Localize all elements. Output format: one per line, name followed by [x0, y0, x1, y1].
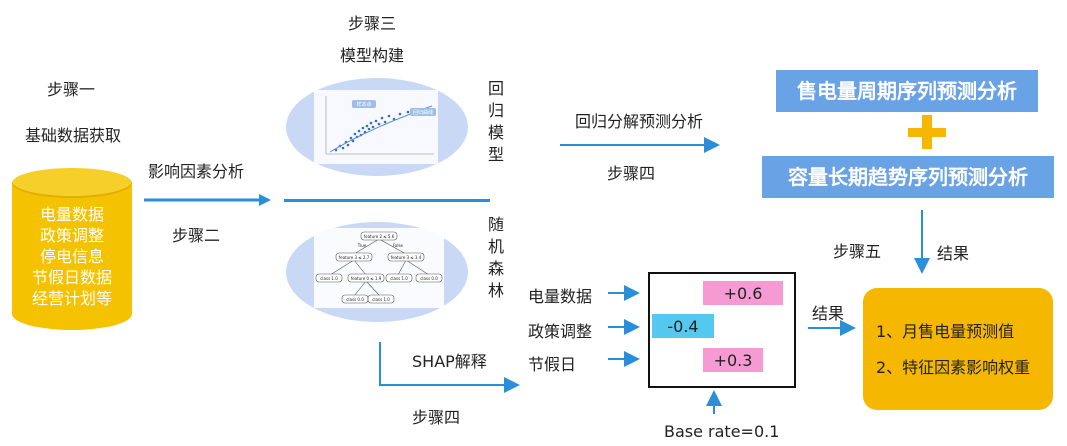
step3-subtitle: 模型构建 [340, 46, 405, 65]
label-char: 模 [487, 123, 504, 142]
step5-label: 步骤五 [833, 242, 882, 261]
regression-model-label: 回 归 模 型 [486, 78, 506, 166]
step1-title: 步骤一 [47, 80, 96, 99]
tree-false-label: False [393, 243, 404, 248]
database-contents: 电量数据 政策调整 停电信息 节假日数据 经营计划等 [12, 204, 132, 309]
regression-chart: 样本点 回归曲线 [314, 90, 438, 164]
arrow-shap [379, 342, 520, 393]
shap-label: SHAP解释 [412, 352, 487, 371]
database-cylinder-top [12, 168, 132, 198]
label-char: 归 [487, 101, 504, 120]
shap-bar-positive: +0.6 [703, 281, 783, 305]
legend-points-label: 样本点 [356, 101, 371, 108]
tree-leaf: class 0.0 [346, 297, 364, 302]
model-divider [284, 199, 490, 202]
plus-sign-horizontal [908, 128, 946, 137]
step3-title: 步骤三 [348, 14, 397, 33]
result-arrow-label: 结果 [812, 304, 845, 323]
trend-forecast-box: 容量长期趋势序列预测分析 [762, 156, 1054, 198]
decision-tree-diagram: feature 2 ≤ 5.6 True False feature 3 ≤ 2… [314, 228, 444, 308]
shap-step-label: 步骤四 [412, 408, 461, 427]
tree-node: feature 0 ≤ 1.9 [351, 276, 382, 281]
shap-feature-name: 电量数据 [528, 287, 593, 306]
tree-leaf: class 1.0 [320, 276, 338, 281]
legend-line-label: 回归曲线 [413, 109, 433, 116]
tree-leaf: class 1.0 [372, 297, 390, 302]
result-item: 1、月售电量预测值 [876, 322, 1015, 341]
database-line: 政策调整 [39, 226, 104, 245]
shap-feature-name: 节假日 [528, 355, 577, 374]
random-forest-label: 随 机 森 林 [486, 214, 506, 302]
shap-bar-positive: +0.3 [703, 348, 763, 372]
tree-leaf: class 0.0 [420, 276, 438, 281]
step2-bottom-label: 步骤二 [172, 226, 221, 245]
database-line: 停电信息 [39, 247, 104, 266]
label-char: 回 [487, 79, 504, 98]
label-char: 型 [487, 145, 504, 164]
step2-top-label: 影响因素分析 [148, 162, 245, 181]
shap-feature-name: 政策调整 [528, 322, 593, 341]
tree-leaf: class 1.0 [390, 276, 408, 281]
label-char: 林 [487, 281, 504, 300]
tree-node-right: feature 3 ≤ 3.4 [391, 255, 422, 260]
step1-subtitle: 基础数据获取 [25, 126, 122, 145]
step5-result-label: 结果 [937, 244, 970, 263]
cycle-forecast-box: 售电量周期序列预测分析 [776, 70, 1038, 112]
step4-top-label: 步骤四 [607, 164, 656, 183]
tree-node-left: feature 3 ≤ 2.7 [339, 255, 370, 260]
result-box [863, 288, 1053, 410]
tree-node-root: feature 2 ≤ 5.6 [364, 234, 395, 239]
database-line: 经营计划等 [31, 289, 112, 308]
regression-decomposition-label: 回归分解预测分析 [575, 112, 704, 131]
tree-true-label: True [357, 243, 367, 248]
base-rate-label: Base rate=0.1 [664, 422, 780, 441]
database-cylinder [12, 182, 132, 330]
database-line: 电量数据 [39, 205, 104, 224]
label-char: 森 [487, 259, 504, 278]
database-line: 节假日数据 [31, 268, 112, 287]
label-char: 机 [487, 237, 504, 256]
shap-bar-negative: -0.4 [652, 314, 714, 338]
label-char: 随 [487, 215, 504, 234]
result-item: 2、特征因素影响权重 [876, 358, 1031, 377]
